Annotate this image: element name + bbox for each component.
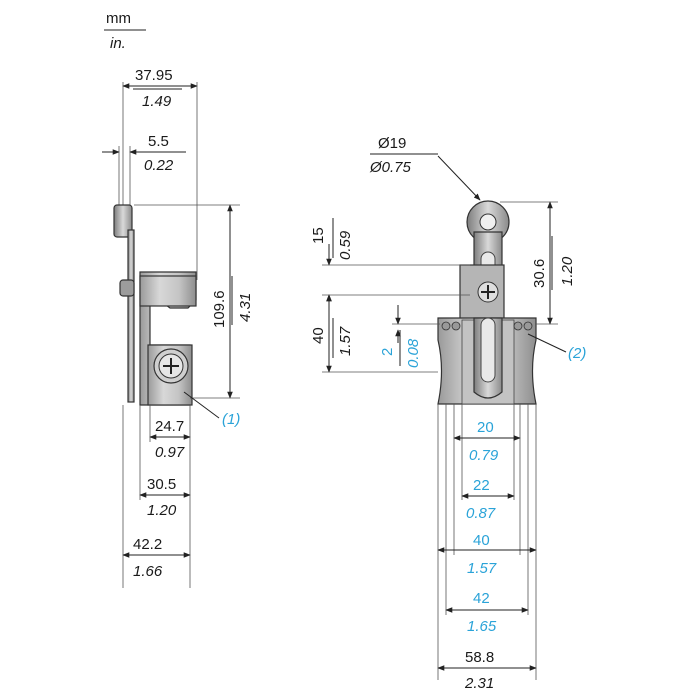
dim-overall-width-in: 1.49 — [142, 93, 172, 110]
bolt — [441, 321, 451, 331]
callout-2-leader — [527, 333, 567, 353]
dim-overall-width-mm: 37.95 — [135, 67, 173, 84]
roller-hub — [479, 213, 497, 231]
dim-w40-in: 1.57 — [467, 560, 497, 577]
dim-lever-mm: 5.5 — [148, 133, 169, 150]
callout-2: (2) — [568, 345, 586, 362]
dim-lever-height-in: 1.57 — [337, 326, 354, 356]
dim-w40-mm: 40 — [473, 532, 490, 549]
roller-dia-leader — [437, 155, 481, 201]
dim-height-in: 4.31 — [237, 293, 254, 322]
side-view: 37.95 1.49 5.5 0.22 109.6 4.31 (1) — [102, 67, 254, 588]
dim-small-offset-in: 0.08 — [405, 338, 422, 368]
unit-in-label: in. — [110, 35, 126, 52]
dim-w22-in: 0.87 — [466, 505, 496, 522]
dim-w20-in: 0.79 — [469, 447, 499, 464]
dim-d42-in: 1.66 — [133, 563, 163, 580]
dim-w20-mm: 20 — [477, 419, 494, 436]
front-view: Ø19 Ø0.75 15 0.59 — [310, 135, 586, 692]
dim-height-mm: 109.6 — [211, 290, 228, 328]
dim-w42-mm: 42 — [473, 590, 490, 607]
dim-w42-in: 1.65 — [467, 618, 497, 635]
dim-small-offset-mm: 2 — [379, 348, 396, 356]
units-legend: mm in. — [104, 10, 146, 52]
bolt — [451, 321, 461, 331]
dim-d24-in: 0.97 — [155, 444, 185, 461]
dim-w58-in: 2.31 — [464, 675, 494, 692]
callout-1-leader — [183, 391, 220, 419]
dim-d30-mm: 30.5 — [147, 476, 176, 493]
dim-lever-height-mm: 40 — [310, 327, 327, 344]
bolt — [513, 321, 523, 331]
dim-d30-in: 1.20 — [147, 502, 177, 519]
callout-1: (1) — [222, 411, 240, 428]
lever-slot-lower — [480, 317, 496, 383]
dim-d24-mm: 24.7 — [155, 418, 184, 435]
dim-top-offset-mm: 15 — [310, 227, 327, 244]
roller-dia-mm: Ø19 — [378, 135, 406, 152]
dim-top-offset-in: 0.59 — [337, 230, 354, 260]
dim-roller-height-in: 1.20 — [559, 256, 576, 286]
dim-w22-mm: 22 — [473, 477, 490, 494]
dim-d42-mm: 42.2 — [133, 536, 162, 553]
bolt — [523, 321, 533, 331]
dim-roller-height-mm: 30.6 — [531, 259, 548, 288]
lever-arm — [127, 229, 135, 403]
lever-hub — [119, 279, 135, 297]
dim-w58-mm: 58.8 — [465, 649, 494, 666]
dim-lever-in: 0.22 — [144, 157, 174, 174]
unit-mm-label: mm — [106, 10, 131, 27]
switch-head-side — [139, 275, 197, 307]
roller-dia-in: Ø0.75 — [369, 159, 412, 176]
roller-side — [113, 204, 133, 238]
